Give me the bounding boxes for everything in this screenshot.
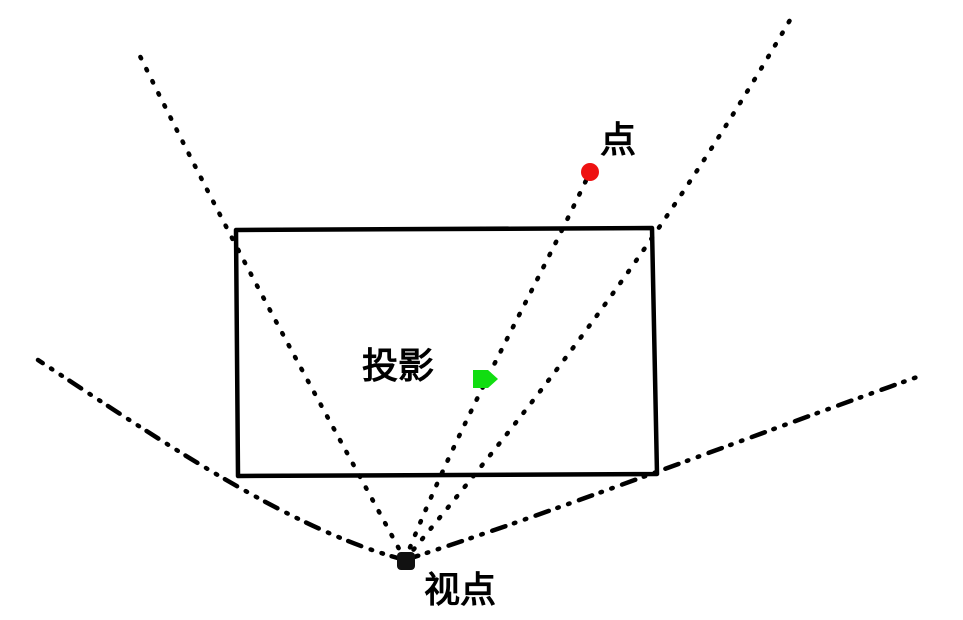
ray-bottom-left [35,357,408,563]
ray-bottom-right [402,373,923,563]
projection-marker [473,370,498,388]
ray-to-point [402,169,593,563]
viewpoint-label: 视点 [424,570,496,611]
point-marker [581,163,599,181]
ray-top-left [133,45,408,563]
viewpoint-marker [397,552,415,570]
projection-label: 投影 [362,346,434,387]
point-label: 点 [600,120,636,161]
projection-screen [233,225,660,479]
ray-top-right [402,17,793,563]
